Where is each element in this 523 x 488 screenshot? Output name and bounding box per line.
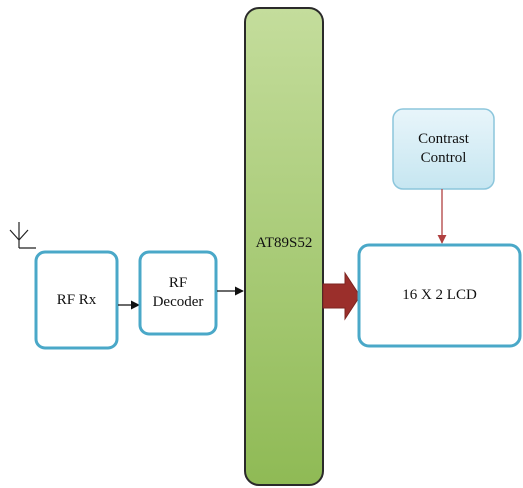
- rf-rx-label: RF Rx: [36, 252, 117, 348]
- lcd-block: [357, 243, 522, 348]
- rf-rx-block: [34, 250, 119, 350]
- rf-rx-label-line: RF Rx: [56, 291, 97, 308]
- lcd-label-line: 16 X 2 LCD: [402, 287, 477, 303]
- mcu-to-lcd-bus-arrow: [322, 271, 361, 321]
- rf-decoder-label-line-1: RF: [168, 275, 188, 291]
- antenna-icon: [9, 222, 36, 249]
- rf-decoder-label-line-2: Decoder: [152, 294, 204, 310]
- lcd-label: 16 X 2 LCD: [359, 245, 520, 346]
- rf-decoder-label: RF Decoder: [140, 252, 216, 334]
- contrast-control-block: [392, 108, 495, 190]
- contrast-control-label-line-1: Contrast: [418, 131, 469, 147]
- mcu-label-line: AT89S52: [255, 234, 313, 251]
- mcu-label: AT89S52: [245, 228, 323, 258]
- contrast-control-label: Contrast Control: [393, 109, 494, 189]
- mcu-block: [244, 7, 324, 486]
- rf-decoder-block: [138, 250, 218, 336]
- contrast-control-label-line-2: Control: [420, 150, 467, 166]
